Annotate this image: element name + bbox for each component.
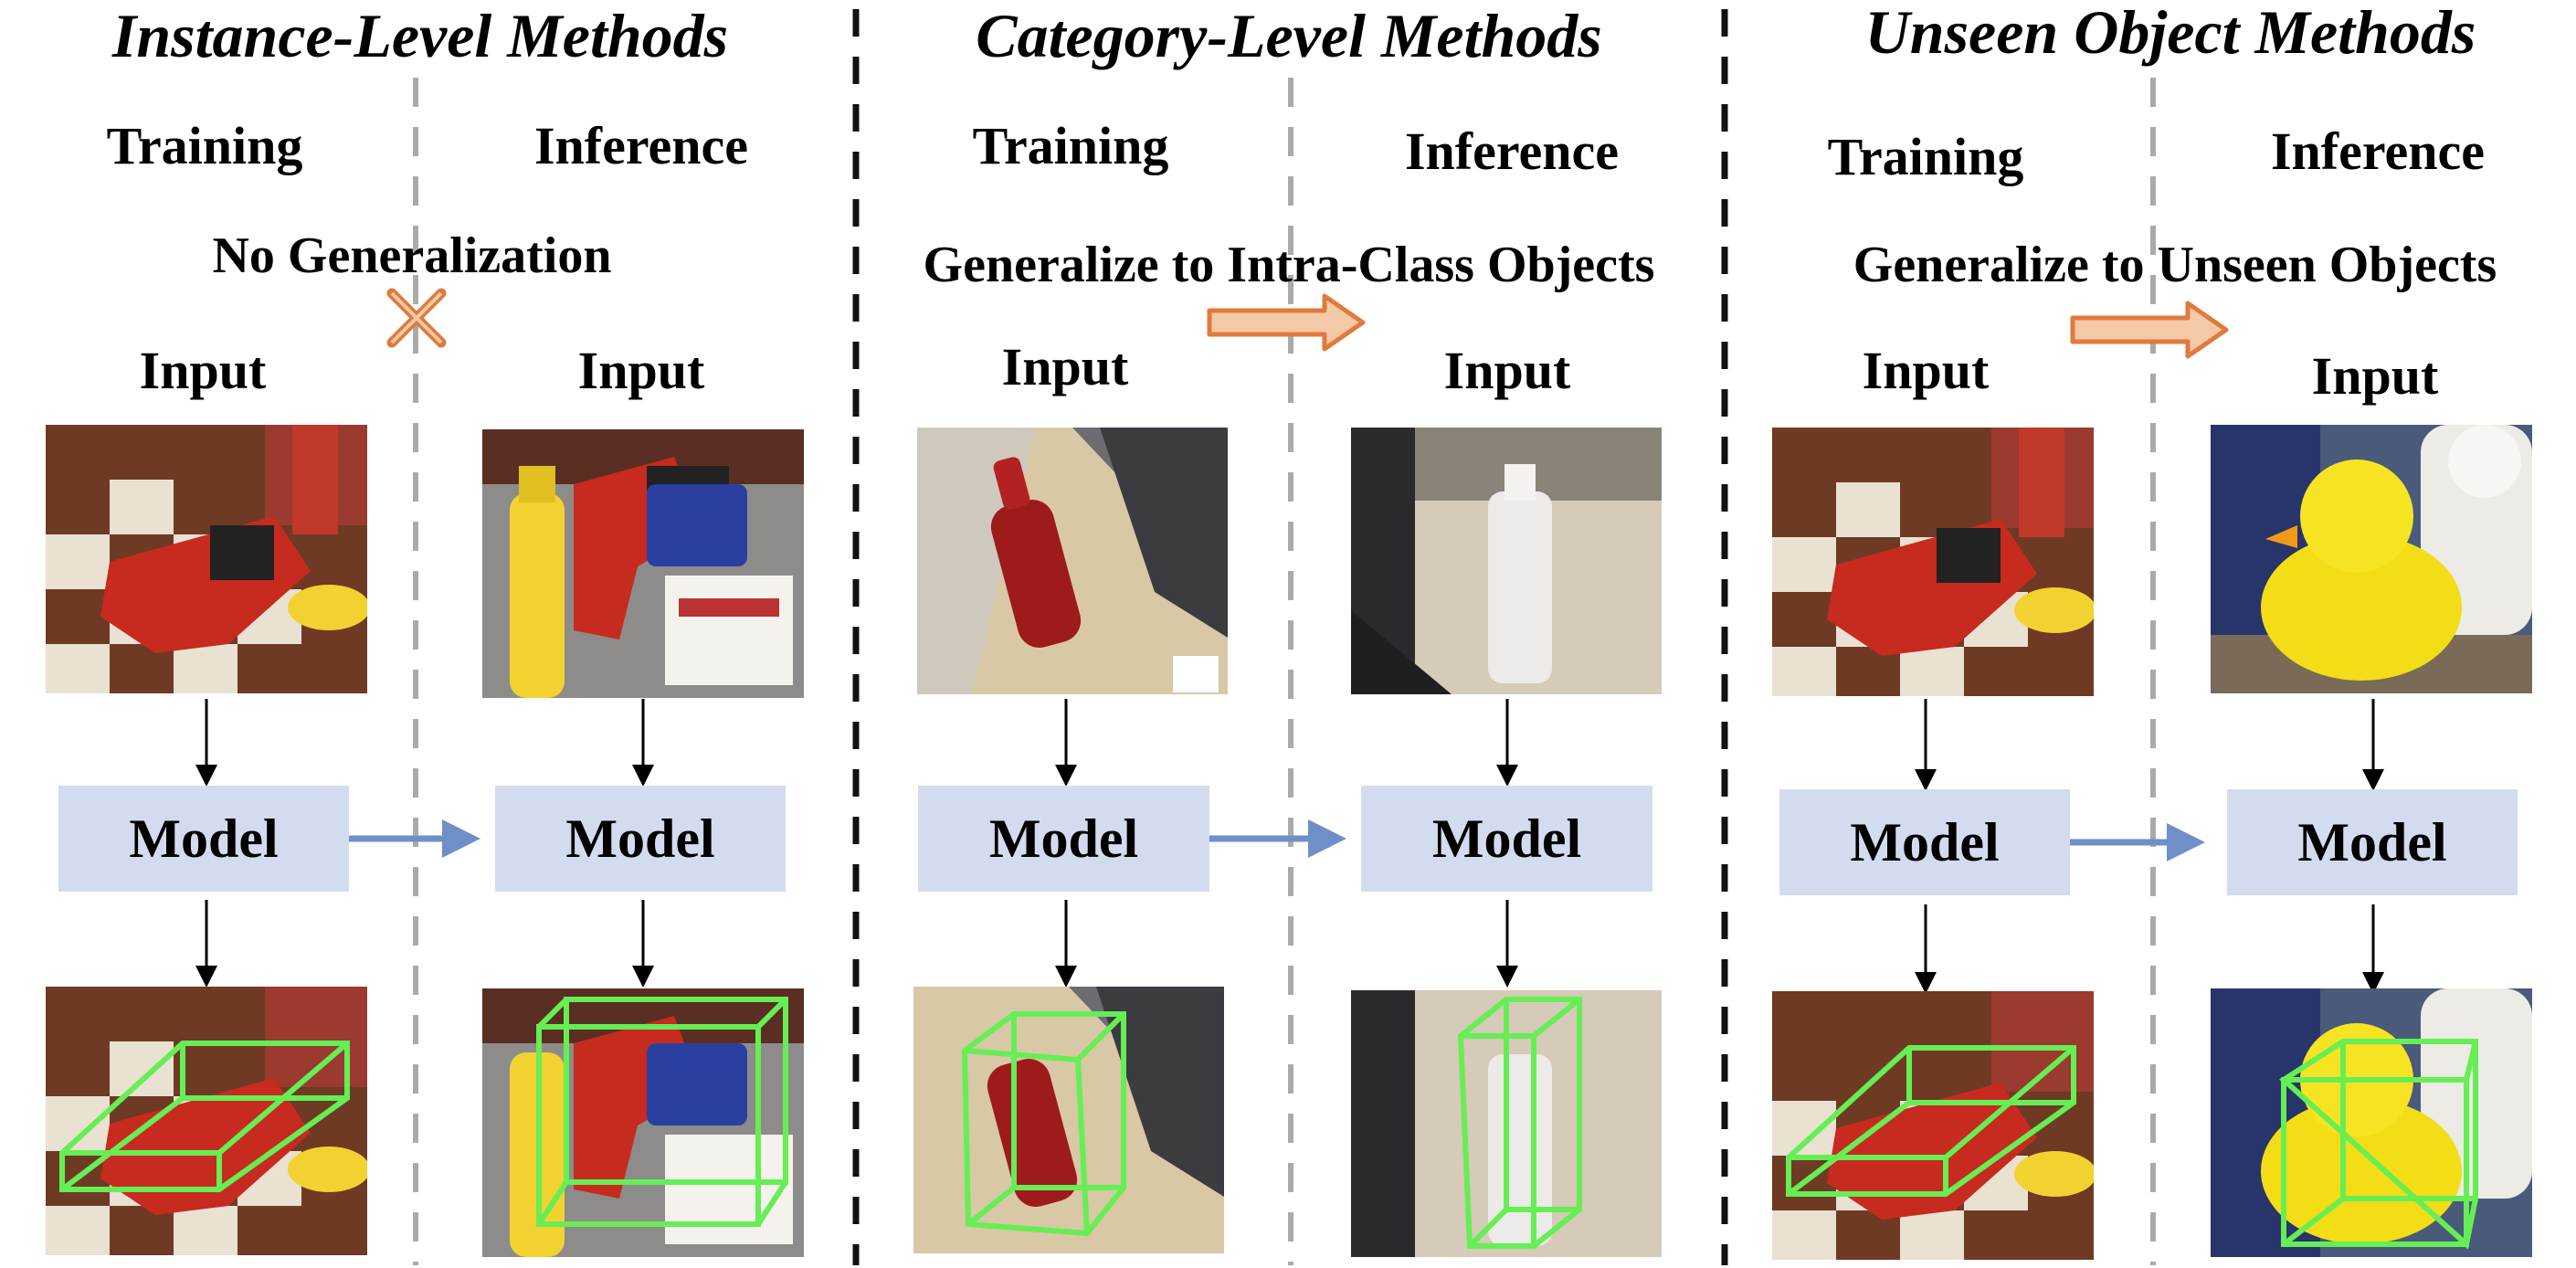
generalization-label-category: Generalize to Intra-Class Objects [923, 237, 1655, 293]
input-label-5: Input [1862, 341, 1990, 400]
section-title-instance: Instance-Level Methods [111, 1, 729, 70]
right-arrow-icon [2070, 301, 2229, 359]
rubber-duck-with-bbox-image [2211, 988, 2532, 1257]
red-bottle-with-bbox-image [913, 987, 1224, 1253]
model-box-instance-inference: Model [495, 786, 786, 892]
section-title-category: Category-Level Methods [976, 1, 1602, 70]
input-label-3: Input [1001, 337, 1129, 396]
drill-scene-with-bbox-image [1772, 991, 2094, 1260]
input-label-4: Input [1443, 341, 1571, 400]
generalization-label-unseen: Generalize to Unseen Objects [1853, 237, 2497, 293]
model-box-category-training: Model [918, 786, 1209, 892]
inference-label-category: Inference [1404, 122, 1620, 181]
drill-can-scene-with-bbox-image [482, 988, 804, 1257]
input-label-1: Input [139, 341, 267, 400]
generalization-label-instance: No Generalization [212, 227, 612, 284]
training-label-instance: Training [106, 116, 303, 175]
model-box-unseen-training: Model [1779, 789, 2070, 895]
input-label-6: Input [2311, 346, 2439, 406]
model-box-instance-training: Model [58, 786, 349, 892]
drill-scene-with-bbox-image [46, 987, 367, 1255]
drill-scene-input-image [1772, 428, 2094, 696]
inference-label-instance: Inference [533, 116, 749, 175]
section-title-unseen: Unseen Object Methods [1864, 0, 2476, 67]
model-box-unseen-inference: Model [2227, 789, 2518, 895]
drill-can-scene-input-image [482, 429, 804, 698]
right-arrow-icon [1207, 293, 1366, 352]
drill-scene-input-image [46, 425, 367, 693]
cross-icon [386, 288, 447, 348]
red-bottle-input-image [917, 428, 1228, 694]
inference-label-unseen: Inference [2270, 122, 2486, 181]
model-box-category-inference: Model [1361, 786, 1652, 892]
white-bottle-input-image [1351, 428, 1662, 694]
training-label-unseen: Training [1827, 127, 2024, 186]
input-label-2: Input [577, 341, 705, 400]
rubber-duck-input-image [2211, 425, 2532, 693]
training-label-category: Training [972, 116, 1169, 175]
white-bottle-with-bbox-image [1351, 990, 1662, 1257]
